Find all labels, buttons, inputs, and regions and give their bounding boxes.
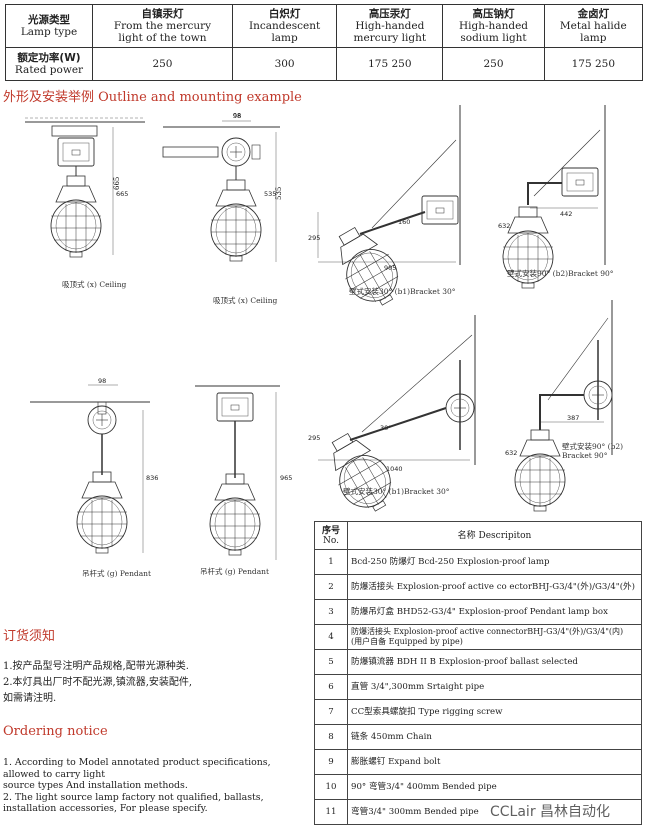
row-no: 2 — [314, 574, 348, 600]
row-text: 直管 3/4",300mm Srtaight pipe — [347, 674, 642, 700]
dim-30deg: 30° — [380, 424, 392, 432]
dim-98b: 98 — [98, 377, 106, 385]
power-value: 300 — [231, 47, 338, 81]
dimension-labels: 535 665 98 905 295 632 442 98 836 965 10… — [98, 112, 579, 482]
dim-665: 665 — [116, 190, 128, 198]
power-value: 250 — [442, 47, 545, 81]
row-text: 防爆活接头 Explosion-proof active co ectorBHJ… — [347, 574, 642, 600]
row-text: CC型索具螺旋扣 Type rigging screw — [347, 699, 642, 725]
figure-bracket-30-top — [317, 105, 461, 316]
dim-160: 160 — [398, 218, 410, 226]
row-text: Bcd-250 防爆灯 Bcd-250 Explosion-proof lamp — [347, 549, 642, 575]
ordering-title-cn: 订货须知 — [3, 629, 56, 644]
dim-905: 905 — [384, 264, 396, 272]
note-cn-1: 1.按产品型号注明产品规格,配带光源种类. — [3, 661, 189, 672]
caption-bracket-30-bottom: 壁式安装30° (b1)Bracket 30° — [343, 487, 450, 496]
caption-bracket-90-bottom-b: Bracket 90° — [562, 451, 608, 460]
note-cn-2: 2.本灯具出厂时不配光源,镇流器,安装配件, — [3, 677, 193, 688]
row-no: 5 — [314, 649, 348, 675]
figure-pendant-1 — [30, 384, 150, 554]
note-cn-3: 如需请注明. — [3, 693, 57, 704]
header-description: 名称 Descripiton — [347, 521, 642, 550]
row-no: 11 — [314, 799, 348, 825]
note-en-2: allowed to carry light — [3, 768, 106, 780]
figure-bracket-90-top — [502, 105, 606, 289]
caption-pendant-2: 吊杆式 (g) Pendant — [200, 567, 270, 576]
row-text: 防爆活接头 Explosion-proof active connectorBH… — [347, 624, 642, 650]
caption-bracket-90-bottom-a: 壁式安装90° (b2) — [562, 442, 624, 451]
row-no: 6 — [314, 674, 348, 700]
row-text: 链条 450mm Chain — [347, 724, 642, 750]
watermark: CCLair 昌林自动化 — [490, 804, 611, 820]
ordering-notes-cn: 1.按产品型号注明产品规格,配带光源种类. 2.本灯具出厂时不配光源,镇流器,安… — [3, 659, 192, 707]
note-en-5: installation accessories, For please spe… — [3, 803, 208, 814]
power-value: 250 — [92, 47, 233, 81]
row-text: 防爆镇流器 BDH II B Explosion-proof ballast s… — [347, 649, 642, 675]
dim-535: 535 — [264, 190, 276, 198]
row-no: 10 — [314, 774, 348, 800]
dim-295a: 295 — [308, 234, 320, 242]
figure-bracket-30-bottom — [317, 315, 476, 522]
row-no: 8 — [314, 724, 348, 750]
svg-text:535: 535 — [275, 187, 283, 200]
figure-pendant-2 — [195, 385, 280, 560]
row-text: 弯管3/4" 300mm Bended pipe — [347, 799, 642, 825]
caption-pendant-1: 吊杆式 (g) Pendant — [82, 569, 152, 578]
figure-bracket-90-bottom — [514, 300, 613, 512]
figure-ceiling-1: 665 — [25, 117, 145, 258]
svg-text:665: 665 — [113, 177, 121, 190]
row-text: 膨胀螺钉 Expand bolt — [347, 749, 642, 775]
figure-ceiling-2: 98 535 — [162, 112, 283, 262]
ordering-notes-en: 1. According to Model annotated product … — [3, 757, 271, 815]
note-en-1: 1. According to Model annotated product … — [3, 757, 271, 768]
row-no: 7 — [314, 699, 348, 725]
note-en-4: 2. The light source lamp factory not qua… — [3, 791, 264, 803]
row-text: 防爆吊灯盒 BHD52-G3/4" Explosion-proof Pendan… — [347, 599, 642, 625]
row-text: 90° 弯管3/4" 400mm Bended pipe — [347, 774, 642, 800]
caption-bracket-90-top: 壁式安装90° (b2)Bracket 90° — [507, 269, 614, 278]
dim-98a: 98 — [233, 112, 241, 120]
dim-1040: 1040 — [386, 465, 403, 473]
lamp-type-header: 光源类型 Lamp type — [5, 4, 93, 48]
dim-965: 965 — [280, 474, 292, 482]
power-value: 175 250 — [543, 47, 644, 81]
dim-387: 387 — [567, 414, 579, 422]
note-en-3: source types And installation methods. — [3, 780, 188, 791]
caption-bracket-30-top: 壁式安装30° (b1)Bracket 30° — [349, 287, 456, 296]
caption-ceiling-2: 吸顶式 (x) Ceiling — [213, 296, 278, 305]
outline-title: 外形及安装举例 Outline and mounting example — [3, 90, 302, 105]
row-no: 3 — [314, 599, 348, 625]
caption-ceiling-1: 吸顶式 (x) Ceiling — [62, 280, 127, 289]
row-no: 1 — [314, 549, 348, 575]
rated-power-header: 额定功率(W) Rated power — [5, 47, 93, 81]
dim-442: 442 — [560, 210, 572, 218]
dim-836: 836 — [146, 474, 158, 482]
dim-632a: 632 — [498, 222, 510, 230]
dim-295b: 295 — [308, 434, 320, 442]
row-no: 9 — [314, 749, 348, 775]
row-no: 4 — [314, 624, 348, 650]
ordering-title-en: Ordering notice — [3, 724, 108, 739]
dim-632b: 632 — [505, 449, 517, 457]
svg-text:98: 98 — [233, 112, 241, 120]
